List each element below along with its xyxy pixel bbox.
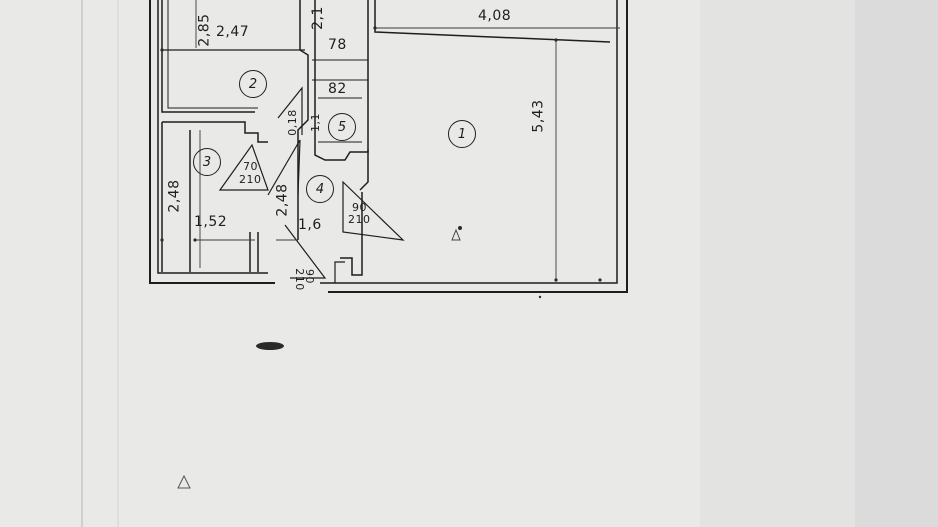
outer-wall-left-bottom bbox=[149, 0, 275, 284]
room-number-5: 5 bbox=[328, 113, 356, 141]
room-number-4: 4 bbox=[306, 175, 334, 203]
door-90-height: 210 bbox=[348, 213, 371, 226]
dimension-room1-length: 5,43 bbox=[530, 99, 547, 133]
ink-mark-triangle bbox=[177, 474, 191, 489]
door-70-width: 70 bbox=[243, 160, 258, 173]
room-number-5-text: 5 bbox=[337, 119, 347, 135]
outer-wall-right-bottom bbox=[328, 0, 628, 293]
room-number-1-text: 1 bbox=[457, 126, 467, 142]
room1-top-wall bbox=[374, 0, 611, 43]
wc-door-swing bbox=[277, 86, 303, 135]
room2-walls bbox=[161, 0, 255, 113]
door-70-height: 210 bbox=[239, 173, 262, 186]
room-number-1: 1 bbox=[448, 120, 476, 148]
room-number-4-text: 4 bbox=[315, 181, 325, 197]
door-90-width: 90 bbox=[352, 201, 367, 214]
dimension-corridor-length: 2,1 bbox=[309, 6, 326, 30]
corridor-wall-left bbox=[297, 0, 309, 240]
dimension-room3-length: 2,48 bbox=[166, 179, 183, 213]
walls bbox=[149, 0, 628, 293]
ink-blot bbox=[256, 342, 284, 350]
dimension-bath-width: 78 bbox=[328, 37, 347, 53]
door-70-swing bbox=[218, 143, 269, 191]
dimension-room3-width: 1,52 bbox=[194, 214, 228, 230]
dimension-wc-width: 0,18 bbox=[285, 109, 299, 136]
door-entry-height: 210 bbox=[292, 268, 306, 291]
dimension-room2-width: 2,47 bbox=[216, 24, 250, 40]
dimension-room4-width: 1,6 bbox=[298, 217, 322, 233]
scan-shadow-edge bbox=[855, 0, 938, 527]
door-swings bbox=[218, 86, 405, 279]
room-number-3-text: 3 bbox=[202, 154, 212, 170]
room-number-3: 3 bbox=[193, 148, 221, 176]
dimension-ticks bbox=[160, 26, 602, 299]
dimension-wc-depth: 1,1 bbox=[309, 113, 322, 132]
dimension-bath-depth: 82 bbox=[328, 81, 347, 97]
door-entry-swing bbox=[284, 224, 327, 279]
room3-walls bbox=[162, 121, 268, 143]
room1-mark bbox=[451, 228, 461, 241]
door-90-swing bbox=[342, 180, 405, 241]
room-number-2-text: 2 bbox=[248, 76, 258, 92]
dimension-room4-length: 2,48 bbox=[274, 183, 291, 217]
dimension-room2-length: 2,85 bbox=[196, 13, 213, 47]
room-number-2: 2 bbox=[239, 70, 267, 98]
dimension-room1-width: 4,08 bbox=[478, 8, 512, 24]
